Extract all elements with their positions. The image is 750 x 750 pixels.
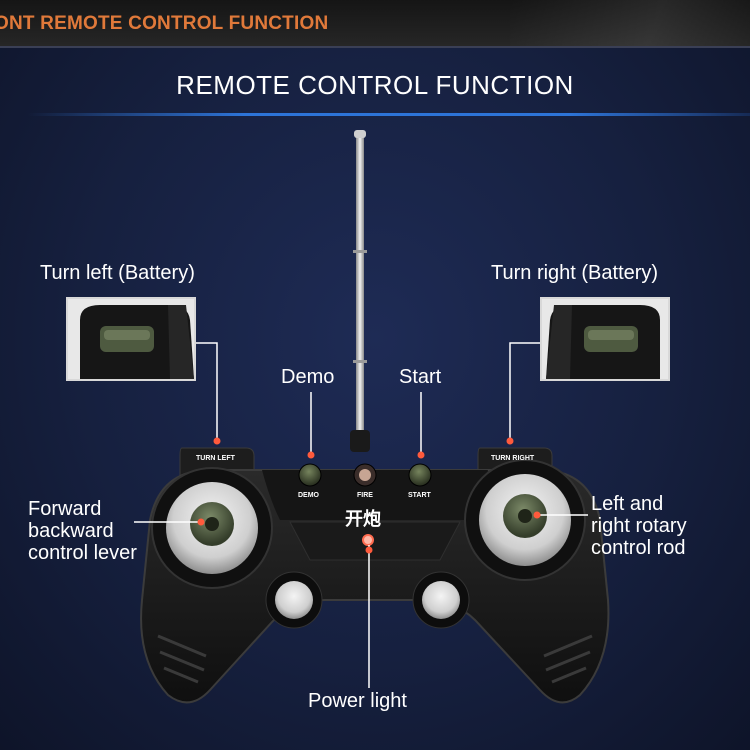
start-button-caption: START <box>408 492 431 499</box>
antenna <box>350 130 370 452</box>
leftright-line-3: control rod <box>591 537 686 559</box>
left-grip-ridges <box>157 634 207 684</box>
forward-line-2: backward <box>28 520 114 542</box>
banner-text: ONT REMOTE CONTROL FUNCTION <box>0 13 329 34</box>
forward-line-1: Forward <box>28 498 102 520</box>
turn-left-label: Turn left (Battery) <box>40 262 195 284</box>
turn-right-label: Turn right (Battery) <box>491 262 659 284</box>
forward-line-3: control lever <box>28 542 137 564</box>
left-right-rotary-label: Left and right rotary control rod <box>591 493 687 559</box>
top-banner: ONT REMOTE CONTROL FUNCTION <box>0 0 750 46</box>
banner-shine <box>510 0 750 46</box>
power-light-label: Power light <box>308 690 407 712</box>
demo-label: Demo <box>281 366 335 388</box>
demo-button-caption: DEMO <box>298 492 319 499</box>
forward-backward-label: Forward backward control lever <box>28 498 137 564</box>
turn-right-thumbnail <box>540 297 670 381</box>
demo-button <box>298 463 322 487</box>
start-button <box>408 463 432 487</box>
callout-dots <box>197 437 541 554</box>
title-divider <box>28 113 750 116</box>
leftright-line-2: right rotary <box>591 515 687 537</box>
right-grip-ridges <box>543 634 593 684</box>
page-title: REMOTE CONTROL FUNCTION <box>176 70 574 100</box>
turn-left-thumbnail-art <box>68 299 194 379</box>
callout-lines <box>134 342 588 688</box>
turn-left-thumbnail <box>66 297 196 381</box>
turn-right-thumbnail-art <box>542 299 668 379</box>
start-label: Start <box>399 366 442 388</box>
power-light <box>362 534 374 546</box>
turn-left-button-caption: TURN LEFT <box>196 455 235 462</box>
leftright-line-1: Left and <box>591 493 664 515</box>
fire-chinese-label: 开炮 <box>345 509 381 530</box>
fire-button-caption: FIRE <box>357 492 373 499</box>
turn-right-button-caption: TURN RIGHT <box>491 455 535 462</box>
